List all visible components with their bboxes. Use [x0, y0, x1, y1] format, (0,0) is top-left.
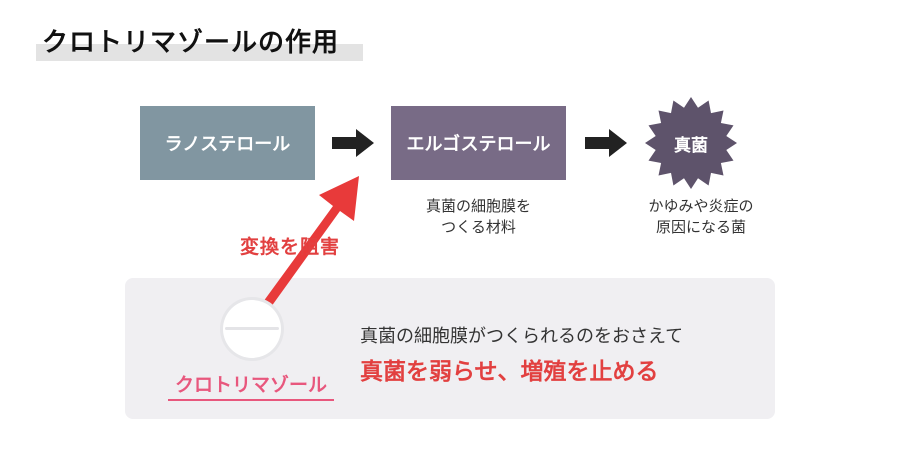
lanosterol-label: ラノステロール	[164, 134, 291, 155]
right-arrow-icon	[585, 129, 627, 157]
lanosterol-box: ラノステロール	[140, 106, 315, 180]
fungus-caption-line2: 原因になる菌	[655, 218, 746, 236]
ergosterol-caption: 真菌の細胞膜を つくる材料	[391, 196, 566, 238]
ergosterol-label: エルゴステロール	[406, 134, 551, 155]
title-block: クロトリマゾールの作用	[36, 22, 363, 61]
right-arrow-icon	[332, 129, 374, 157]
fungus-node: 真菌	[644, 96, 738, 190]
effect-highlight: 真菌を弱らせ、増殖を止める	[360, 359, 659, 385]
spiky-fungus-icon	[645, 97, 737, 189]
ergosterol-box: エルゴステロール	[391, 106, 566, 180]
drug-name: クロトリマゾール	[174, 374, 327, 396]
fungus-label: 真菌	[674, 135, 708, 156]
drug-name-underline	[168, 399, 334, 401]
block-conversion-label: 変換を阻害	[240, 236, 341, 258]
ergosterol-caption-line2: つくる材料	[441, 218, 516, 236]
fungus-caption: かゆみや炎症の 原因になる菌	[606, 196, 796, 238]
title-highlight-bar	[36, 44, 363, 61]
tablet-pill-icon	[220, 297, 284, 361]
ergosterol-caption-line1: 真菌の細胞膜を	[425, 197, 531, 215]
effect-description: 真菌の細胞膜がつくられるのをおさえて	[360, 326, 684, 347]
fungus-caption-line1: かゆみや炎症の	[648, 197, 754, 215]
page-title: クロトリマゾールの作用	[42, 28, 340, 58]
